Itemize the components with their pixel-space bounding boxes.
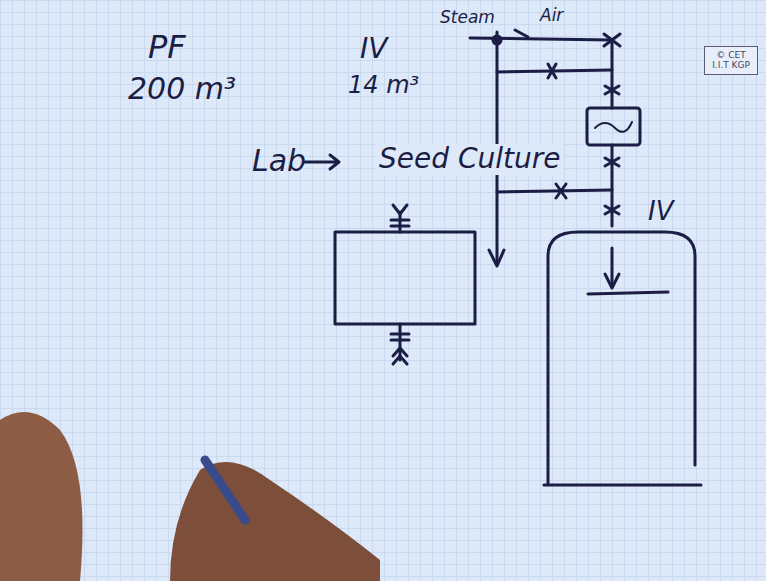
pipe <box>611 40 614 108</box>
seed-vessel <box>335 232 475 324</box>
watermark-text: © CET I.I.T KGP <box>707 50 755 71</box>
pipe <box>497 70 612 72</box>
source-label: Lab <box>252 144 306 177</box>
arrow-head <box>393 348 407 364</box>
filter-element <box>595 122 632 132</box>
pen <box>205 460 245 520</box>
arrow-head <box>605 274 619 288</box>
pipe <box>611 145 614 226</box>
liquid-level <box>588 292 668 294</box>
volume-label: 14 m³ <box>348 72 419 98</box>
pipe <box>611 248 614 285</box>
vessel-heading: IV <box>648 196 673 226</box>
arrow <box>305 155 339 169</box>
pipe <box>470 38 612 40</box>
plant-label: PF <box>148 30 186 65</box>
plant-label: IV <box>360 34 387 65</box>
watermark-box: © CET I.I.T KGP <box>704 46 758 75</box>
valve <box>605 86 619 94</box>
arrow-head <box>393 205 407 214</box>
valve <box>556 184 566 198</box>
arrow-mark <box>515 30 528 37</box>
valve <box>605 158 619 166</box>
production-vessel: IV <box>548 232 695 485</box>
valve <box>605 206 619 214</box>
volume-label: 200 m³ <box>128 72 236 105</box>
pipe <box>497 190 612 192</box>
filter-box <box>587 108 640 145</box>
stream-label: Steam <box>440 8 495 27</box>
hand <box>170 462 380 581</box>
arrow-head <box>489 250 504 266</box>
hand <box>0 412 83 581</box>
valve <box>391 220 409 226</box>
vessel-outline <box>544 232 701 485</box>
valve <box>391 334 409 340</box>
vessel-outline <box>548 232 695 485</box>
culture-label: Seed Culture <box>376 144 563 175</box>
valve <box>548 64 556 78</box>
stream-label: Air <box>540 6 563 25</box>
